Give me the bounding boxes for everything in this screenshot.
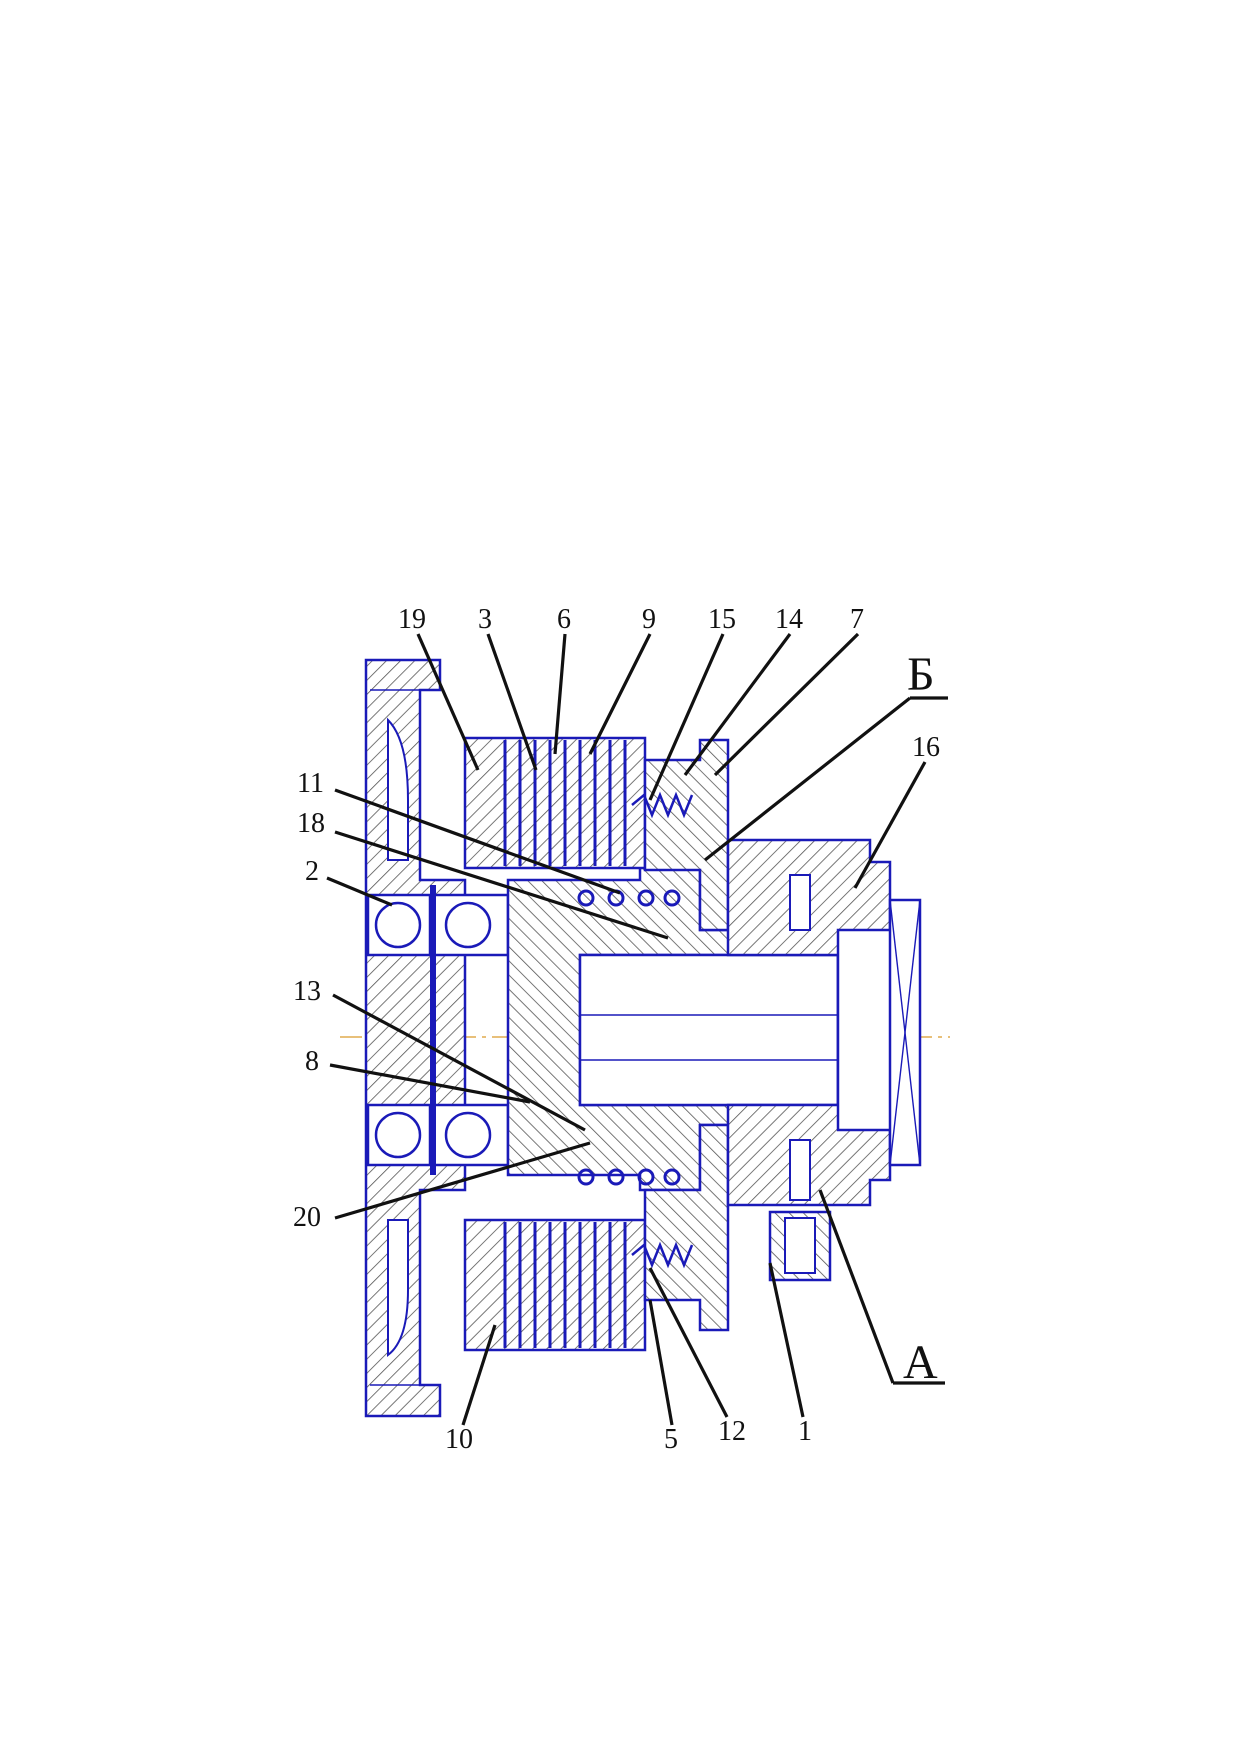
callout-13: 13 [293, 976, 321, 1007]
callout-2: 2 [305, 856, 319, 887]
callout-20: 20 [293, 1202, 321, 1233]
bearing-lower [366, 1103, 510, 1167]
callout-1: 1 [798, 1416, 812, 1447]
callout-9: 9 [642, 604, 656, 635]
callout-3: 3 [478, 604, 492, 635]
callout-B: Б [907, 648, 935, 701]
callout-15: 15 [708, 604, 736, 635]
callout-8: 8 [305, 1046, 319, 1077]
callout-6: 6 [557, 604, 571, 635]
disc-pack-upper [463, 736, 647, 870]
leader-lines [326, 632, 948, 1426]
pin-housing [768, 874, 832, 1282]
callout-14: 14 [775, 604, 803, 635]
callout-7: 7 [850, 604, 864, 635]
cylinder-housing [631, 738, 730, 1332]
callout-16: 16 [912, 732, 940, 763]
callout-11: 11 [297, 768, 324, 799]
inner-springs [577, 889, 681, 1186]
callout-5: 5 [664, 1424, 678, 1455]
callout-18: 18 [297, 808, 325, 839]
callout-A: А [903, 1336, 938, 1389]
callout-19: 19 [398, 604, 426, 635]
callout-12: 12 [718, 1416, 746, 1447]
right-bushing [726, 838, 922, 1207]
retaining-ring [430, 885, 436, 1175]
callout-10: 10 [445, 1424, 473, 1455]
